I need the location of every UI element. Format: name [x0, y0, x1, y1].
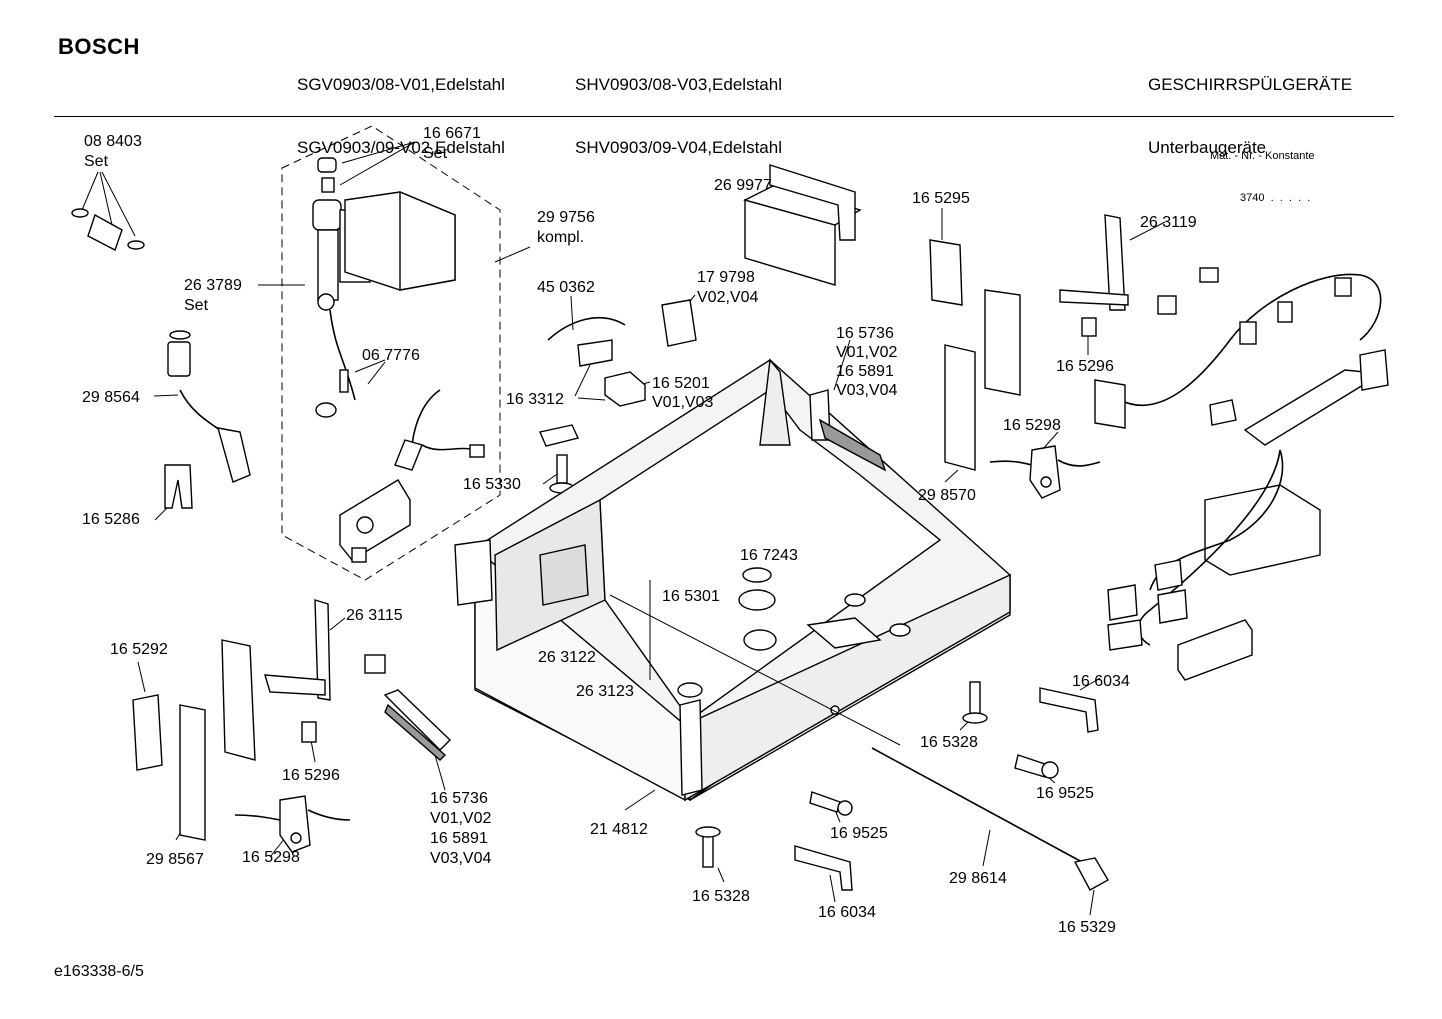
- hose-part: [315, 369, 485, 471]
- part-label: 29 8570: [918, 487, 976, 504]
- model-list-right: SHV0903/08-V03,Edelstahl SHV0903/09-V04,…: [575, 32, 782, 179]
- part-label: 16 5328: [920, 734, 978, 751]
- cable-connector-part: [547, 317, 626, 367]
- konstante-label: Mat. - Nr. - Konstante: [1210, 150, 1315, 162]
- part-label: 16 5298: [1003, 417, 1061, 434]
- part-label: 29 8567: [146, 851, 204, 868]
- part-label: 26 3122: [538, 649, 596, 666]
- model-line: SGV0903/08-V01,Edelstahl: [297, 75, 505, 94]
- header-rule: [54, 116, 1394, 117]
- part-label: 16 7243: [740, 547, 798, 564]
- part-label: 21 4812: [590, 821, 648, 838]
- part-label: 26 3123: [576, 683, 634, 700]
- part-label: 16 5330: [463, 476, 521, 493]
- part-label: 16 5329: [1058, 919, 1116, 936]
- part-label: 45 0362: [537, 279, 595, 296]
- sensor-part-right: [989, 445, 1101, 499]
- part-label: 29 8614: [949, 870, 1007, 887]
- relay-part: [604, 371, 646, 407]
- model-line: SHV0903/08-V03,Edelstahl: [575, 75, 782, 94]
- part-label: 16 5328: [692, 888, 750, 905]
- small-clip-part: [1081, 295, 1177, 337]
- top-bracket-part: [1059, 214, 1129, 311]
- part-label: 29 8564: [82, 389, 140, 406]
- brand-logo: BOSCH: [58, 34, 140, 59]
- clip-part: [164, 464, 193, 509]
- switch-part: [539, 424, 579, 494]
- part-label: 16 5296: [282, 767, 340, 784]
- part-label: 16 5286: [82, 511, 140, 528]
- capacitor-part: [661, 299, 697, 347]
- model-list-left: SGV0903/08-V01,Edelstahl SGV0903/09-V02,…: [297, 32, 505, 179]
- part-label: 16 5301: [662, 588, 720, 605]
- part-label: 26 3119: [1140, 214, 1197, 231]
- valve-housing-part: [344, 190, 456, 291]
- model-line: SGV0903/09-V02,Edelstahl: [297, 138, 505, 157]
- part-label: 16 9525: [1036, 785, 1094, 802]
- base-tray-part: [454, 358, 1012, 802]
- sensor-part-left: [234, 795, 351, 853]
- part-label: 16 5296: [1056, 358, 1114, 375]
- hardware-parts: [695, 681, 1109, 891]
- hose-clamp-set-part: [71, 208, 145, 251]
- konstante-value: 3740 . . . . .: [1240, 192, 1311, 204]
- document-id: e163338-6/5: [54, 963, 144, 980]
- part-label: 26 9977: [714, 177, 772, 194]
- part-label: 06 7776: [362, 347, 420, 364]
- category-line: Unterbaugeräte: [1148, 138, 1267, 157]
- category-line: GESCHIRRSPÜLGERÄTE: [1148, 75, 1353, 94]
- part-label: 26 3115: [346, 607, 403, 624]
- model-line: SHV0903/09-V04,Edelstahl: [575, 138, 782, 157]
- part-label: 16 6034: [1072, 673, 1130, 690]
- panel-part: [339, 479, 411, 563]
- part-label: 16 9525: [830, 825, 888, 842]
- wiring-harness-part: [1094, 267, 1389, 681]
- lower-left-bracket-part: [132, 599, 451, 841]
- part-label: 16 6034: [818, 904, 876, 921]
- assembly-boundary: [281, 125, 501, 581]
- part-label: 16 5298: [242, 849, 300, 866]
- part-label: 16 5292: [110, 641, 168, 658]
- part-label: 16 5295: [912, 190, 970, 207]
- drain-hose-part: [167, 330, 251, 483]
- category-title: GESCHIRRSPÜLGERÄTE Unterbaugeräte: [1148, 32, 1352, 179]
- control-module-part: [743, 164, 862, 286]
- side-bracket-part: [929, 239, 1021, 471]
- part-label: 16 3312: [506, 391, 564, 408]
- material-constant: Mat. - Nr. - Konstante 3740 . . . . .: [1210, 121, 1315, 219]
